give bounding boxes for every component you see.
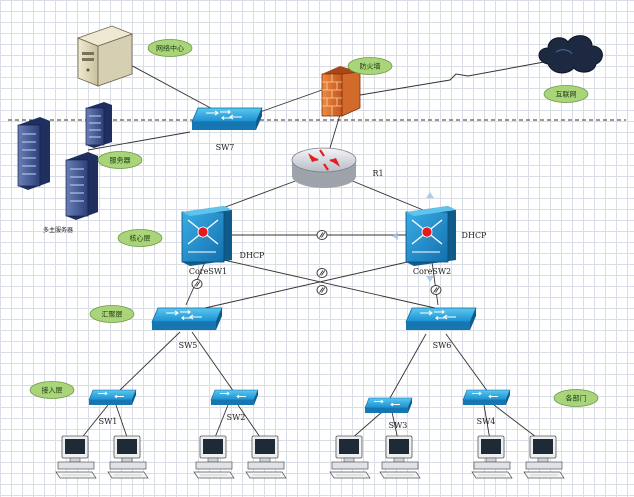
link-sw7-firewall <box>259 89 323 113</box>
tag-aggregation-layer-text: 汇聚层 <box>102 311 123 319</box>
internet-cloud-icon <box>538 35 603 74</box>
tag-departments: 各部门 <box>553 389 599 407</box>
desktop-pc-icon <box>523 435 565 479</box>
switch-sw1 <box>88 389 137 406</box>
core-switch-1-icon <box>181 206 232 266</box>
label-sw7: SW7 <box>216 143 235 152</box>
link-servers-sw7 <box>87 131 191 151</box>
label-dhcp-right: DHCP <box>462 231 488 240</box>
tag-core-layer-text: 核心层 <box>130 234 151 243</box>
tag-network-center-text: 网络中心 <box>156 44 184 53</box>
switch-sw2 <box>210 389 259 406</box>
cross-marker-a <box>316 268 328 278</box>
desktop-pc-icon <box>471 435 513 479</box>
switch-sw7 <box>191 107 263 131</box>
desktop-pc-icon <box>379 435 421 479</box>
core-switch-2-icon <box>405 206 456 266</box>
uplink-marker-left <box>191 279 203 289</box>
tag-network-center: 网络中心 <box>147 39 193 57</box>
link-sw2-pc1 <box>213 404 229 441</box>
desktop-pc-icon <box>55 435 97 479</box>
server-tower-icon <box>76 25 134 87</box>
tag-internet-text: 互联网 <box>556 90 577 99</box>
link-sw3-pc1 <box>349 411 383 441</box>
link-sw3-pc2 <box>391 411 399 441</box>
tag-core-layer: 核心层 <box>117 229 163 247</box>
tag-servers-text: 服务器 <box>110 156 131 165</box>
link-coresw2-sw6 <box>431 261 439 306</box>
tag-departments-text: 各部门 <box>566 394 587 403</box>
tag-servers: 服务器 <box>97 151 143 169</box>
switch-sw6 <box>405 307 477 331</box>
tag-aggregation-layer: 汇聚层 <box>89 305 135 323</box>
tag-access-layer-text: 接入层 <box>42 386 63 395</box>
tag-internet: 互联网 <box>543 85 589 103</box>
link-sw4-pc1 <box>483 404 491 441</box>
label-coresw1: CoreSW1 <box>189 267 227 276</box>
link-sw5-sw1 <box>117 331 181 393</box>
cross-marker-b <box>316 285 328 295</box>
link-sw1-pc2 <box>115 404 129 441</box>
label-sw1: SW1 <box>99 417 118 426</box>
label-coresw2: CoreSW2 <box>413 267 451 276</box>
link-r1-coresw2 <box>349 179 429 213</box>
selection-handles <box>392 192 434 282</box>
tag-firewall-text: 防火墙 <box>360 62 381 71</box>
label-sw4: SW4 <box>477 417 496 426</box>
link-sw4-pc2 <box>493 404 541 441</box>
link-sw2-pc2 <box>237 404 263 441</box>
desktop-pc-icon <box>329 435 371 479</box>
uplink-marker-right <box>430 285 442 295</box>
link-sw5-sw2 <box>191 331 235 393</box>
link-r1-coresw1 <box>211 179 299 213</box>
desktop-pc-icon <box>245 435 287 479</box>
label-sw2: SW2 <box>227 413 246 422</box>
server-rack-icon <box>17 102 112 220</box>
switch-sw5 <box>151 307 223 331</box>
link-sw6-sw3 <box>389 333 427 399</box>
links <box>79 54 541 441</box>
link-sw6-sw4 <box>445 333 489 393</box>
desktop-pc-icon <box>193 435 235 479</box>
tag-access-layer: 接入层 <box>29 381 75 399</box>
link-sw1-pc1 <box>79 404 109 441</box>
label-dhcp-left: DHCP <box>240 251 266 260</box>
wan-link-lightning <box>359 61 545 96</box>
desktop-pc-icon <box>107 435 149 479</box>
label-sw3: SW3 <box>389 421 408 430</box>
link-coresw1-sw6 <box>214 257 436 309</box>
label-sw5: SW5 <box>179 341 198 350</box>
label-sw6: SW6 <box>433 341 452 350</box>
switch-sw3 <box>364 397 413 414</box>
tag-firewall: 防火墙 <box>347 57 393 75</box>
label-r1: R1 <box>372 169 383 178</box>
label-multi-servers: 多主服务器 <box>43 226 73 234</box>
router-icon <box>291 147 357 188</box>
switch-sw4 <box>462 389 511 406</box>
trunk-marker <box>316 230 328 240</box>
link-coresw2-sw5 <box>204 257 426 309</box>
firewall-brick-icon <box>321 66 361 117</box>
